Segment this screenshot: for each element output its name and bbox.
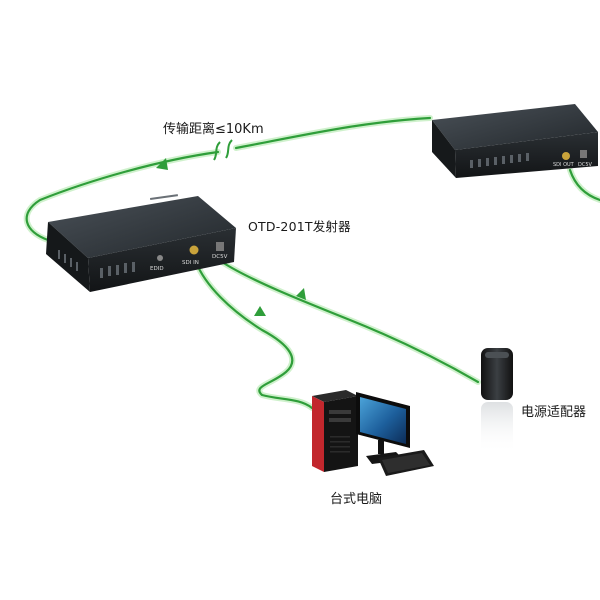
receiver-device: SDI OUT DC5V	[432, 104, 598, 178]
transmitter-edid-port	[157, 255, 163, 261]
transmitter-sdi-port	[189, 245, 199, 255]
monitor	[356, 392, 410, 464]
transmitter-edid-label: EDID	[150, 266, 164, 272]
receiver-sdi-label: SDI OUT	[553, 162, 575, 168]
receiver-out-cable	[568, 168, 600, 202]
flow-arrow-icon	[156, 158, 306, 316]
transmission-distance-label: 传输距离≤10Km	[163, 122, 264, 137]
receiver-sdi-port	[562, 152, 570, 160]
power-adapter	[481, 348, 513, 454]
dc-power-cable	[220, 260, 480, 384]
sdi-video-cable	[194, 260, 314, 410]
fiber-cable-right	[234, 116, 432, 150]
fiber-break-symbol	[213, 139, 233, 161]
transmitter-dc-label: DC5V	[212, 254, 228, 260]
fiber-cable-left	[25, 150, 220, 242]
desktop-pc-label: 台式电脑	[330, 492, 383, 507]
transmitter-label: OTD-201T发射器	[248, 219, 351, 234]
cable-core-layer	[25, 116, 600, 410]
keyboard	[378, 450, 434, 476]
receiver-dc-port	[580, 150, 587, 158]
power-adapter-label: 电源适配器	[521, 405, 587, 420]
receiver-dc-label: DC5V	[578, 162, 593, 168]
transmitter-device: EDID SDI IN DC5V	[46, 194, 236, 292]
desktop-pc	[312, 390, 358, 472]
transmitter-dc-port	[216, 242, 224, 251]
transmitter-sdi-label: SDI IN	[182, 260, 199, 266]
